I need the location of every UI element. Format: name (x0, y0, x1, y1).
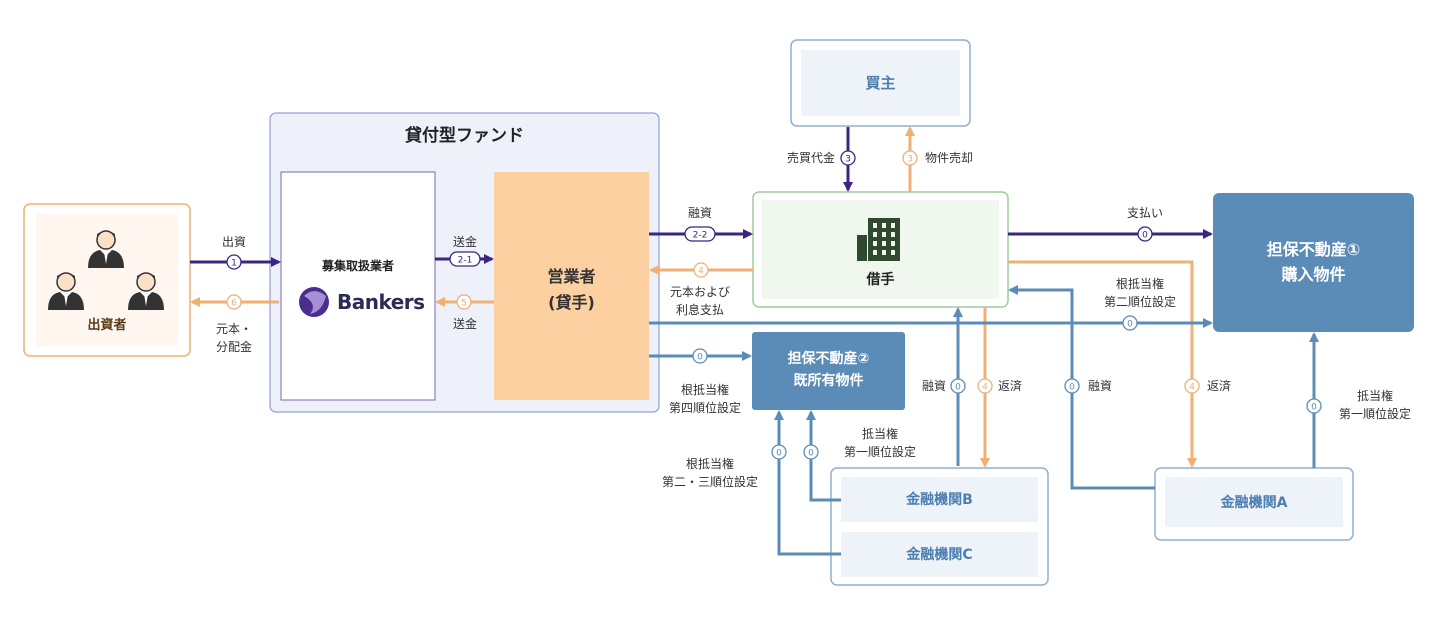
label-mortgage-1st-a-2: 第一順位設定 (1338, 407, 1411, 421)
step-badge-0-lien-4th: 0 (692, 348, 708, 364)
step-badge-3-property-sale: 3 (902, 150, 918, 166)
collateral2-line2: 既所有物件 (793, 373, 864, 389)
buyer-label: 買主 (865, 74, 896, 92)
step-badge-0-payment: 0 (1137, 226, 1153, 242)
label-invest: 出資 (221, 235, 246, 249)
step-badge-3-sale-price: 3 (840, 150, 856, 166)
platform-box (280, 171, 436, 401)
svg-text:2-2: 2-2 (693, 231, 708, 241)
svg-text:1: 1 (231, 259, 237, 269)
step-badge-4-bank-b-repay: 4 (977, 378, 993, 394)
svg-text:4: 4 (1189, 383, 1195, 393)
step-badge-0-mortgage-1st-a: 0 (1306, 398, 1322, 414)
svg-text:0: 0 (1069, 383, 1075, 393)
collateral2-box (752, 332, 905, 410)
fund-title: 貸付型ファンド (405, 126, 524, 146)
buyer-inner (801, 50, 960, 116)
operator-label-line1: 営業者 (547, 267, 596, 286)
svg-text:0: 0 (808, 449, 814, 459)
step-badge-5: 5 (456, 294, 472, 310)
bank-a-inner (1165, 477, 1343, 527)
borrower-label: 借手 (866, 272, 895, 288)
label-bank-b-repay: 返済 (998, 379, 1023, 393)
label-sale-price: 売買代金 (786, 151, 835, 165)
bankers-brand: Bankers (337, 290, 425, 314)
svg-text:0: 0 (776, 449, 782, 459)
bank-a-label: 金融機関A (1220, 495, 1288, 511)
label-lien-4th-2: 第四順位設定 (668, 401, 741, 415)
label-mortgage-1st-b-2: 第一順位設定 (843, 445, 916, 459)
office-building-icon (857, 218, 900, 261)
step-badge-4-bank-a-repay: 4 (1184, 378, 1200, 394)
platform-label: 募集取扱業者 (321, 259, 394, 273)
svg-text:4: 4 (698, 267, 704, 277)
label-principal-dist-1: 元本・ (215, 322, 252, 336)
label-mortgage-1st-b-1: 抵当権 (861, 427, 898, 441)
bankers-logo-icon (299, 287, 329, 317)
operator-label-line2: (貸手) (548, 293, 595, 312)
label-principal-dist-2: 分配金 (215, 340, 252, 354)
label-bank-a-loan: 融資 (1088, 379, 1113, 393)
step-badge-2-1: 2-1 (449, 251, 481, 267)
step-badge-4: 4 (693, 262, 709, 278)
bank-c-label: 金融機関C (906, 547, 973, 563)
label-bank-b-loan: 融資 (921, 379, 946, 393)
label-repay-2: 利息支払 (675, 303, 724, 317)
step-badge-0-bank-a-loan: 0 (1064, 378, 1080, 394)
collateral1-line1: 担保不動産① (1266, 240, 1361, 259)
label-remit-bottom: 送金 (452, 317, 477, 331)
svg-text:0: 0 (1142, 231, 1148, 241)
bank-c-inner (841, 532, 1038, 577)
svg-text:3: 3 (845, 155, 851, 165)
arrow-repay-bank-a (1008, 260, 1197, 468)
step-badge-0-lien-2nd: 0 (1122, 315, 1138, 331)
svg-text:2-1: 2-1 (458, 256, 473, 266)
label-remit-top: 送金 (452, 235, 477, 249)
svg-text:0: 0 (1311, 403, 1317, 413)
label-payment: 支払い (1126, 206, 1163, 220)
arrow-mortgage-1st-b (806, 410, 841, 502)
step-badge-0-bank-b-loan: 0 (950, 378, 966, 394)
label-lien-23-2: 第二・三順位設定 (661, 475, 758, 489)
label-lien-2nd-1: 根抵当権 (1115, 277, 1164, 291)
svg-text:0: 0 (1127, 320, 1133, 330)
step-badge-1: 1 (226, 254, 242, 270)
step-badge-0-mortgage-1st-b: 0 (803, 444, 819, 460)
svg-text:0: 0 (955, 383, 961, 393)
bank-b-label: 金融機関B (906, 492, 973, 508)
label-property-sale: 物件売却 (925, 151, 974, 165)
label-lien-23-1: 根抵当権 (685, 457, 734, 471)
investors-label: 出資者 (87, 318, 127, 333)
step-badge-0-lien-2nd-3rd: 0 (771, 444, 787, 460)
label-bank-a-repay: 返済 (1207, 379, 1232, 393)
svg-text:4: 4 (982, 383, 988, 393)
svg-text:6: 6 (231, 299, 237, 309)
svg-text:3: 3 (907, 155, 913, 165)
collateral1-line2: 購入物件 (1281, 265, 1346, 284)
label-loan: 融資 (687, 206, 712, 220)
svg-text:0: 0 (697, 353, 703, 363)
investors-people-icon (48, 230, 164, 310)
label-lien-4th-1: 根抵当権 (680, 383, 729, 397)
svg-text:5: 5 (461, 299, 467, 309)
label-repay-1: 元本および (669, 285, 730, 299)
label-mortgage-1st-a-1: 抵当権 (1356, 389, 1393, 403)
step-badge-2-2: 2-2 (684, 226, 716, 242)
bank-b-inner (841, 477, 1038, 522)
operator-box (494, 172, 649, 400)
collateral1-box (1213, 193, 1414, 332)
collateral2-line1: 担保不動産② (787, 351, 870, 367)
label-lien-2nd-2: 第二順位設定 (1103, 295, 1176, 309)
step-badge-6: 6 (226, 294, 242, 310)
